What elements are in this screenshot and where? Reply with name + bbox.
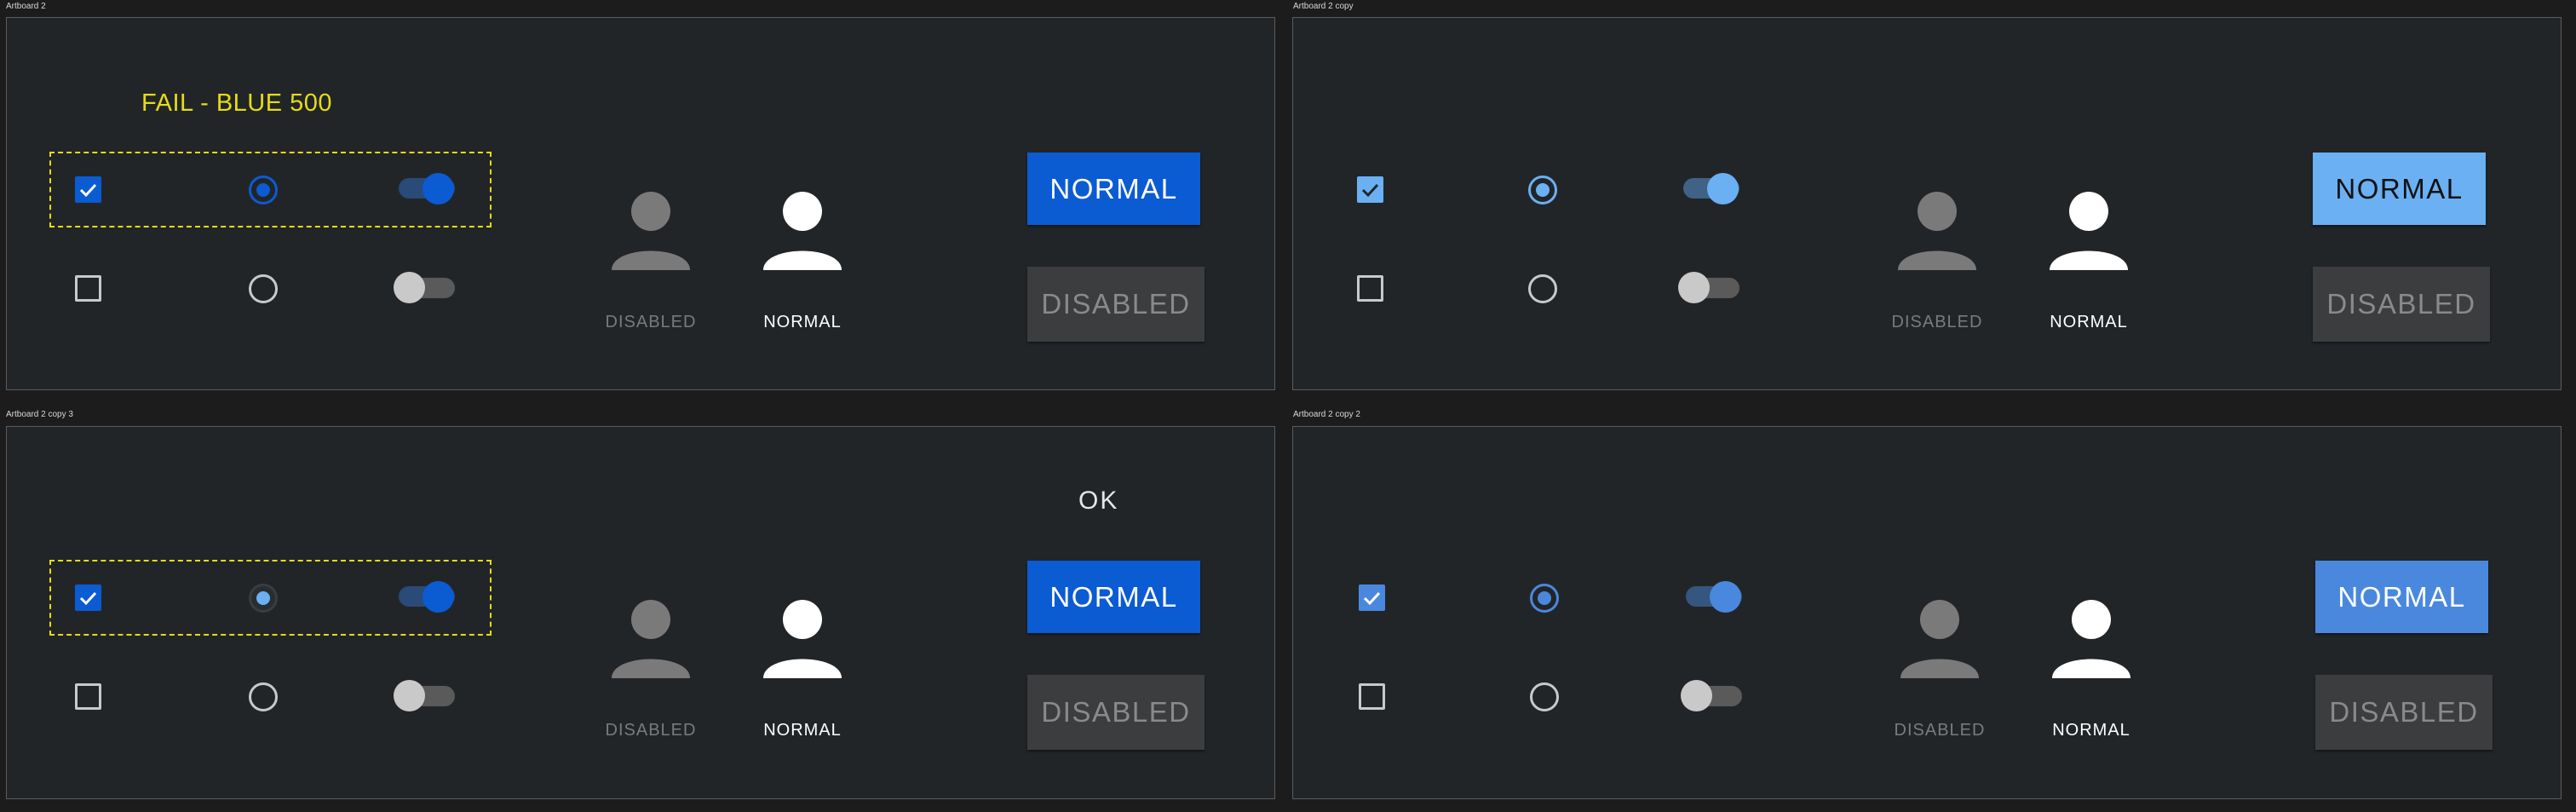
person-icon-normal [763,600,842,678]
artboard-ok: OK DISABLED NORMAL NORMAL DISABLED [6,426,1275,799]
normal-button[interactable]: NORMAL [2313,153,2486,225]
switch-knob-on[interactable] [1710,581,1741,613]
highlight-box [49,560,492,636]
avatar-label-normal: NORMAL [2052,721,2130,740]
normal-button[interactable]: NORMAL [1027,561,1200,633]
switch-knob-off[interactable] [1681,680,1712,711]
disabled-button[interactable]: DISABLED [2313,267,2490,342]
checkbox-checked[interactable] [75,585,101,611]
avatar-label-normal: NORMAL [763,721,842,740]
switch-knob-on[interactable] [1707,173,1739,204]
checkbox-checked[interactable] [1357,176,1383,203]
artboard-label: Artboard 2 copy [1293,2,1354,11]
avatar-label-disabled: DISABLED [1891,313,1983,331]
switch-knob-off[interactable] [394,680,425,711]
normal-button[interactable]: NORMAL [1027,153,1200,225]
artboard-fail: FAIL - BLUE 500 DISABLED NORMAL NORMAL D… [6,17,1275,390]
radio-selected[interactable] [249,584,278,613]
artboard-heading: OK [1078,487,1119,515]
avatar-label-disabled: DISABLED [605,721,697,740]
disabled-button[interactable]: DISABLED [1027,675,1205,750]
avatar-label-disabled: DISABLED [1894,721,1986,740]
artboard-label: Artboard 2 copy 2 [1293,410,1360,419]
avatar-label-disabled: DISABLED [605,313,697,331]
switch-knob-off[interactable] [1678,272,1710,303]
radio-selected[interactable] [1528,176,1557,204]
artboard-light-blue: DISABLED NORMAL NORMAL DISABLED [1292,17,2562,390]
person-icon-disabled [612,192,690,270]
person-icon-disabled [1900,600,1979,678]
radio-unselected[interactable] [1528,274,1557,303]
artboard-label: Artboard 2 copy 3 [6,410,73,419]
person-icon-normal [2050,192,2128,270]
checkbox-unchecked[interactable] [1357,275,1383,302]
switch-knob-on[interactable] [423,581,454,613]
switch-knob-on[interactable] [423,173,454,204]
radio-selected[interactable] [249,176,278,204]
artboard-label: Artboard 2 [6,2,46,11]
artboard-mid-blue: DISABLED NORMAL NORMAL DISABLED [1292,426,2562,799]
avatar-label-normal: NORMAL [763,313,842,331]
radio-unselected[interactable] [249,274,278,303]
artboard-heading: FAIL - BLUE 500 [141,89,333,117]
switch-knob-off[interactable] [394,272,425,303]
checkbox-checked[interactable] [75,176,101,203]
disabled-button[interactable]: DISABLED [1027,267,1205,342]
radio-unselected[interactable] [249,682,278,711]
checkbox-unchecked[interactable] [1359,683,1385,710]
checkbox-unchecked[interactable] [75,683,101,710]
person-icon-disabled [612,600,690,678]
highlight-box [49,152,492,227]
person-icon-disabled [1898,192,1976,270]
checkbox-checked[interactable] [1359,585,1385,611]
checkbox-unchecked[interactable] [75,275,101,302]
radio-unselected[interactable] [1530,682,1559,711]
radio-selected[interactable] [1530,584,1559,613]
person-icon-normal [2052,600,2130,678]
disabled-button[interactable]: DISABLED [2315,675,2493,750]
person-icon-normal [763,192,842,270]
normal-button[interactable]: NORMAL [2315,561,2488,633]
avatar-label-normal: NORMAL [2050,313,2128,331]
